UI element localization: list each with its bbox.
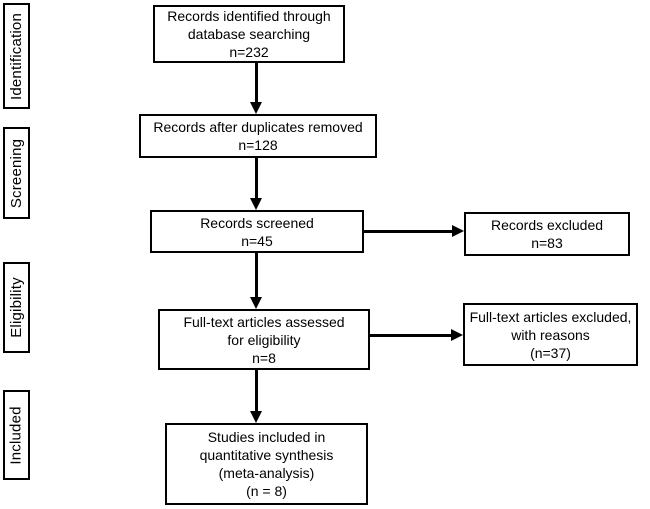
arrow-right-icon <box>451 329 463 341</box>
arrow-right-icon <box>452 225 464 237</box>
stage-label-identification: Identification <box>8 12 25 100</box>
box-fulltext-excluded-text: Full-text articles excluded, with reason… <box>469 308 632 361</box>
arrow-down-icon <box>250 198 262 210</box>
box-records-identified-text: Records identified through database sear… <box>167 8 331 60</box>
stage-box-included: Included <box>3 390 30 480</box>
stage-label-included: Included <box>8 405 25 465</box>
arrow-line <box>369 334 452 337</box>
box-records-identified: Records identified through database sear… <box>153 5 345 63</box>
arrow-down-icon <box>250 411 262 423</box>
box-studies-included-text: Studies included in quantitative synthes… <box>199 429 334 499</box>
arrow-line <box>363 230 453 233</box>
arrow-line <box>255 62 258 103</box>
stage-box-identification: Identification <box>3 3 30 109</box>
box-duplicates-removed: Records after duplicates removed n=128 <box>139 114 377 158</box>
box-fulltext-assessed: Full-text articles assessed for eligibil… <box>158 309 370 370</box>
arrow-line <box>255 157 258 199</box>
box-records-screened-text: Records screened n=45 <box>200 214 314 249</box>
stage-label-screening: Screening <box>8 138 26 208</box>
box-records-excluded-text: Records excluded n=83 <box>490 217 604 251</box>
box-records-screened: Records screened n=45 <box>150 210 364 253</box>
stage-box-eligibility: Eligibility <box>3 262 30 353</box>
box-studies-included: Studies included in quantitative synthes… <box>165 423 368 505</box>
arrow-down-icon <box>250 102 262 114</box>
arrow-line <box>255 369 258 412</box>
box-fulltext-assessed-text: Full-text articles assessed for eligibil… <box>183 313 345 366</box>
arrow-down-icon <box>250 297 262 309</box>
stage-box-screening: Screening <box>3 127 30 219</box>
box-fulltext-excluded: Full-text articles excluded, with reason… <box>463 303 638 366</box>
stage-label-eligibility: Eligibility <box>8 277 25 338</box>
box-duplicates-removed-text: Records after duplicates removed n=128 <box>153 119 363 153</box>
box-records-excluded: Records excluded n=83 <box>464 212 630 256</box>
arrow-line <box>255 252 258 298</box>
